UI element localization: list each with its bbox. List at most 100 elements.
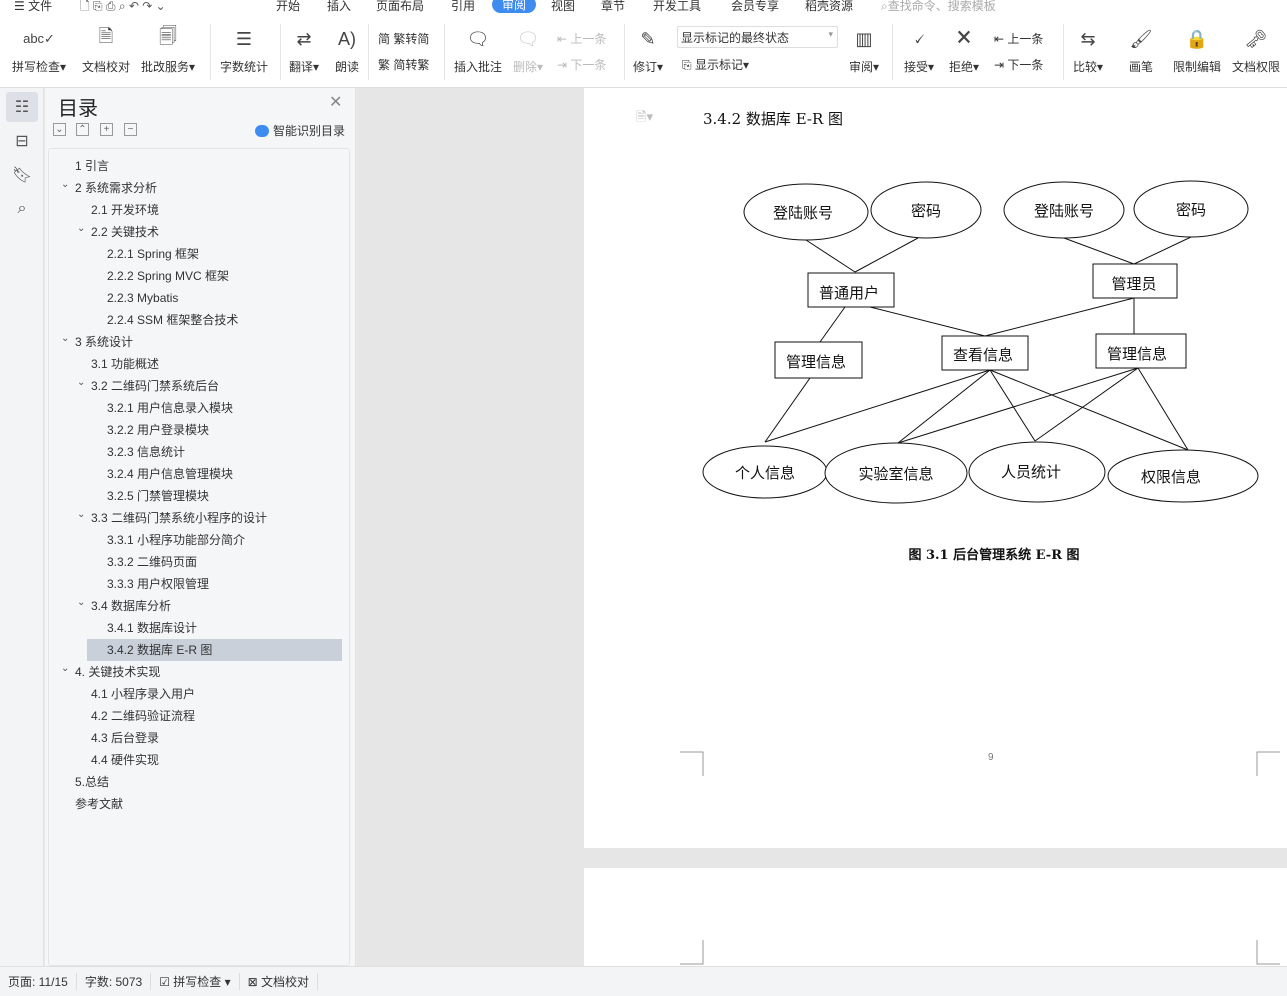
tab-developer[interactable]: 开发工具 <box>653 0 702 13</box>
file-menu[interactable]: ☰ 文件 <box>14 0 53 13</box>
toc-item[interactable]: 3.2.4 用户信息管理模块 <box>107 463 233 485</box>
next-change-button[interactable]: ⇥ 下一条 <box>994 58 1044 72</box>
show-markup-button[interactable]: ⎘ 显示标记▾ <box>682 58 749 72</box>
chevron-down-icon[interactable]: ⌄ <box>77 509 86 520</box>
chevron-down-icon[interactable]: ⌄ <box>77 223 86 234</box>
smart-toc-button[interactable]: 智能识别目录 <box>255 122 345 139</box>
tab-review[interactable]: 审阅 <box>492 0 537 13</box>
spell-check-button[interactable]: abc✓拼写检查▾ <box>12 16 66 75</box>
toc-item[interactable]: 2.2.2 Spring MVC 框架 <box>107 265 229 287</box>
quick-access-icons[interactable]: 🗋 ⎘ ⎙ ⌕ ↶ ↷ ⌄ <box>80 0 166 13</box>
next-comment-button[interactable]: ⇥ 下一条 <box>557 58 607 72</box>
toc-item[interactable]: 4.1 小程序录入用户 <box>91 683 195 705</box>
prev-comment-button[interactable]: ⇤ 上一条 <box>557 32 607 46</box>
command-search[interactable]: ⌕查找命令、搜索模板 <box>881 0 996 14</box>
tab-home[interactable]: 开始 <box>276 0 301 13</box>
translate-icon: ⇄ <box>296 28 312 49</box>
insert-comment-button[interactable]: 🗨插入批注 <box>454 16 502 75</box>
toc-item-label: 2.2.3 Mybatis <box>107 291 179 305</box>
toc-item[interactable]: ⌄2.2 关键技术 <box>77 221 159 243</box>
chevron-down-icon[interactable]: ⌄ <box>61 663 70 674</box>
toc-item-label: 2.2.2 Spring MVC 框架 <box>107 269 230 283</box>
tab-insert[interactable]: 插入 <box>327 0 352 13</box>
toc-item[interactable]: ⌄2 系统需求分析 <box>61 177 157 199</box>
toc-item[interactable]: 1 引言 <box>75 155 109 177</box>
toc-item[interactable]: 5.总结 <box>75 771 109 793</box>
chevron-down-icon[interactable]: ⌄ <box>61 179 70 190</box>
toc-item[interactable]: 3.2.5 门禁管理模块 <box>107 485 209 507</box>
delete-comment-button[interactable]: 🗨删除▾ <box>513 16 543 75</box>
toc-item[interactable]: 2.2.1 Spring 框架 <box>107 243 199 265</box>
toc-item[interactable]: 2.1 开发环境 <box>91 199 159 221</box>
review-pane-button[interactable]: ▥审阅▾ <box>849 16 879 75</box>
search-icon[interactable]: ⌕ <box>17 200 27 217</box>
tab-layout[interactable]: 页面布局 <box>376 0 425 13</box>
word-count-button[interactable]: ☰字数统计 <box>220 16 268 75</box>
left-sidebar: ☷ ⊟ 🔖︎ ⌕ <box>0 88 44 966</box>
accept-button[interactable]: 🗸接受▾ <box>904 16 934 75</box>
toc-item[interactable]: 4.3 后台登录 <box>91 727 159 749</box>
expand-up-button[interactable]: ⌃ <box>76 123 89 136</box>
tab-member[interactable]: 会员专享 <box>731 0 780 13</box>
trad-to-simp-button[interactable]: 简 繁转简 <box>378 32 430 46</box>
er-label: 密码 <box>1176 201 1206 219</box>
track-changes-button[interactable]: ✎修订▾ <box>633 16 663 75</box>
toc-panel-icon[interactable]: ☷ <box>6 92 38 122</box>
review-pane-icon: ▥ <box>855 28 873 49</box>
toc-item[interactable]: ⌄4. 关键技术实现 <box>61 661 160 683</box>
ink-button[interactable]: 🖌画笔 <box>1128 16 1154 75</box>
toc-item[interactable]: 3.3.1 小程序功能部分简介 <box>107 529 245 551</box>
navigation-icon[interactable]: ⊟ <box>15 133 29 150</box>
tab-references[interactable]: 引用 <box>451 0 476 13</box>
toc-item[interactable]: 3.1 功能概述 <box>91 353 159 375</box>
attr-lab <box>824 442 968 504</box>
paragraph-icon[interactable]: 🗎▾ <box>636 109 653 124</box>
page-indicator[interactable]: 页面: 11/15 <box>0 973 77 990</box>
remove-level-button[interactable]: − <box>124 123 137 136</box>
toc-item[interactable]: ⌄3 系统设计 <box>61 331 133 353</box>
toc-item[interactable]: 2.2.4 SSM 框架整合技术 <box>107 309 238 331</box>
close-icon[interactable]: ✕ <box>329 94 343 111</box>
markup-select[interactable]: 显示标记的最终状态▾ <box>677 26 838 48</box>
toc-item[interactable]: ⌄3.3 二维码门禁系统小程序的设计 <box>77 507 267 529</box>
toc-item[interactable]: 2.2.3 Mybatis <box>107 287 178 309</box>
toc-item[interactable]: 3.4.2 数据库 E-R 图 <box>87 639 342 661</box>
toc-item[interactable]: 参考文献 <box>75 793 123 815</box>
label: 文档权限 <box>1232 60 1281 74</box>
toc-item[interactable]: ⌄3.4 数据库分析 <box>77 595 171 617</box>
brush-icon: 🖌 <box>1129 28 1153 49</box>
doc-proof-button[interactable]: 🗎文档校对 <box>82 16 130 75</box>
read-aloud-button[interactable]: A)朗读 <box>334 16 360 75</box>
status-spell-check[interactable]: ☑ 拼写检查 ▾ <box>151 973 240 990</box>
tab-docer[interactable]: 稻壳资源 <box>805 0 854 13</box>
toc-item[interactable]: 4.4 硬件实现 <box>91 749 159 771</box>
status-doc-proof[interactable]: ⊠ 文档校对 <box>240 973 319 990</box>
toc-item[interactable]: ⌄3.2 二维码门禁系统后台 <box>77 375 219 397</box>
page-corner-marks <box>680 751 1280 776</box>
toc-item[interactable]: 3.3.2 二维码页面 <box>107 551 197 573</box>
reject-button[interactable]: 🗙拒绝▾ <box>949 26 980 74</box>
label: 智能识别目录 <box>273 124 346 138</box>
add-level-button[interactable]: + <box>100 123 113 136</box>
restrict-edit-button[interactable]: 🔒限制编辑 <box>1173 16 1221 75</box>
toc-item[interactable]: 3.4.1 数据库设计 <box>107 617 197 639</box>
chevron-down-icon[interactable]: ⌄ <box>77 597 86 608</box>
word-count[interactable]: 字数: 5073 <box>77 973 152 990</box>
translate-button[interactable]: ⇄翻译▾ <box>289 16 319 75</box>
toc-item[interactable]: 3.2.2 用户登录模块 <box>107 419 209 441</box>
toc-item[interactable]: 3.3.3 用户权限管理 <box>107 573 209 595</box>
review-service-button[interactable]: 🗐批改服务▾ <box>141 26 196 74</box>
chevron-down-icon[interactable]: ⌄ <box>61 333 70 344</box>
compare-button[interactable]: ⇆比较▾ <box>1073 16 1103 75</box>
collapse-all-button[interactable]: ⌄ <box>53 123 66 136</box>
tab-section[interactable]: 章节 <box>601 0 626 13</box>
prev-change-button[interactable]: ⇤ 上一条 <box>994 32 1044 46</box>
simp-to-trad-button[interactable]: 繁 简转繁 <box>378 58 430 72</box>
bookmark-icon[interactable]: 🔖︎ <box>11 167 33 184</box>
toc-item[interactable]: 3.2.3 信息统计 <box>107 441 185 463</box>
toc-item[interactable]: 3.2.1 用户信息录入模块 <box>107 397 233 419</box>
toc-item[interactable]: 4.2 二维码验证流程 <box>91 705 195 727</box>
doc-permission-button[interactable]: 🗝文档权限 <box>1232 16 1280 75</box>
chevron-down-icon[interactable]: ⌄ <box>77 377 86 388</box>
tab-view[interactable]: 视图 <box>551 0 576 13</box>
